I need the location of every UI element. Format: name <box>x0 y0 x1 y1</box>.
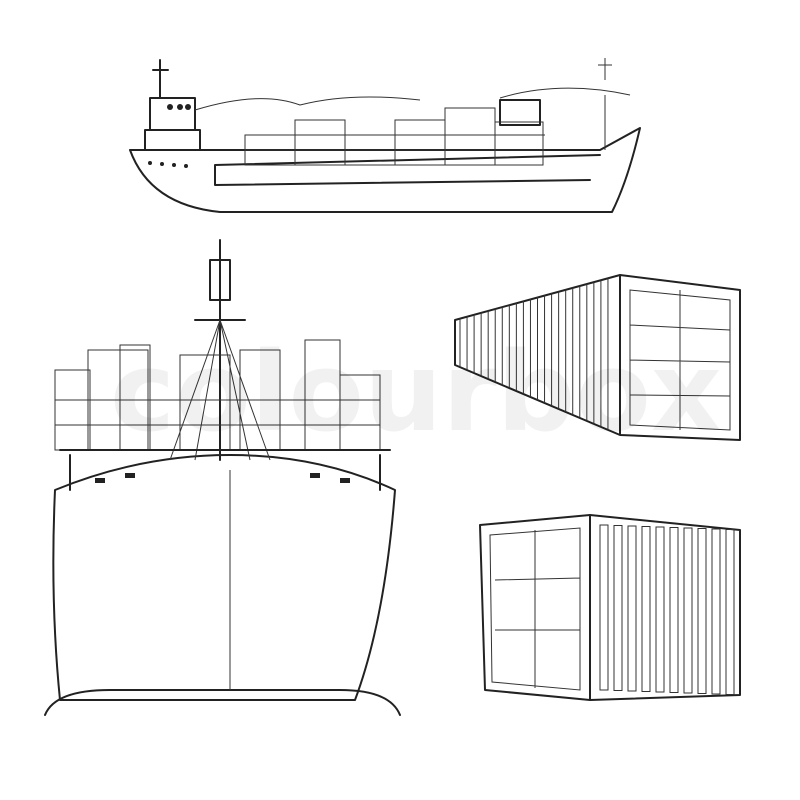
container-rib <box>627 525 637 692</box>
cargo-ship-front-view <box>44 239 401 716</box>
watermark: colourbox <box>110 328 722 456</box>
container-rib <box>655 526 665 693</box>
long-shipping-container <box>454 274 741 441</box>
container-rib <box>711 528 721 695</box>
container-rib <box>599 524 609 691</box>
cargo-ship-side-view <box>129 58 641 213</box>
container-rib <box>641 526 651 692</box>
container-rib <box>669 527 679 693</box>
container-rib <box>683 527 693 694</box>
container-rib <box>613 525 623 691</box>
short-shipping-container <box>479 514 741 701</box>
container-rib <box>697 528 707 694</box>
container-rib <box>725 529 735 695</box>
